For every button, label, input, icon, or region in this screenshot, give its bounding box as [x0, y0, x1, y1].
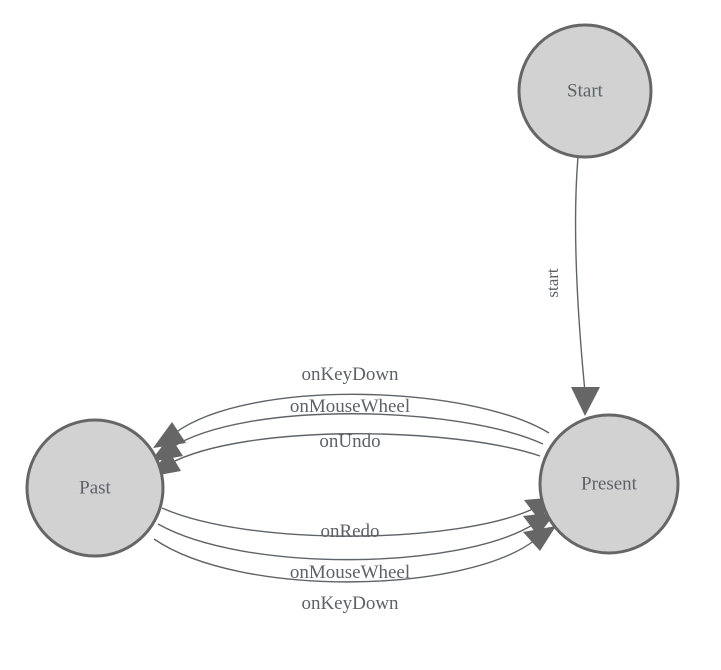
edge-present-to-past-keydown-arrowhead — [153, 422, 186, 448]
edge-start-to-present-label: start — [543, 268, 562, 298]
edge-present-to-past-keydown-path — [174, 393, 550, 434]
edge-past-to-present-mousewheel-label: onMouseWheel — [290, 562, 410, 583]
edge-start-to-present-path — [574, 156, 586, 393]
edge-present-to-past-mousewheel-arrowhead — [150, 436, 183, 462]
edge-present-to-past-keydown-label: onKeyDown — [301, 364, 399, 385]
node-start[interactable]: Start — [517, 23, 653, 159]
node-present-label: Present — [581, 473, 638, 494]
edge-present-to-past-mousewheel-label: onMouseWheel — [290, 396, 410, 417]
edge-present-to-past-mousewheel[interactable]: onMouseWheel — [150, 396, 544, 462]
edge-present-to-past-mousewheel-path — [170, 413, 544, 449]
edge-present-to-past-keydown[interactable]: onKeyDown — [153, 364, 550, 448]
edge-past-to-present-keydown-path — [153, 538, 536, 583]
node-past-label: Past — [79, 477, 111, 498]
edge-present-to-past-undo[interactable]: onUndo — [148, 431, 541, 477]
node-present[interactable]: Present — [538, 413, 680, 555]
edge-past-to-present-keydown-label: onKeyDown — [301, 593, 399, 614]
edge-past-to-present-redo-path — [161, 507, 536, 537]
edge-start-to-present-arrowhead — [571, 387, 600, 416]
edge-past-to-present-keydown[interactable]: onKeyDown — [153, 526, 556, 614]
node-present-circle — [538, 413, 680, 555]
node-past-circle — [25, 418, 165, 558]
edge-past-to-present-mousewheel-path — [157, 523, 535, 561]
node-past[interactable]: Past — [25, 418, 165, 558]
edge-present-to-past-undo-label: onUndo — [319, 431, 380, 452]
edge-past-to-present-redo[interactable]: onRedo — [161, 497, 557, 542]
edge-present-to-past-undo-path — [168, 433, 541, 465]
node-start-label: Start — [567, 80, 604, 101]
edge-past-to-present-keydown-arrowhead — [523, 526, 556, 551]
edge-past-to-present-redo-label: onRedo — [320, 521, 379, 542]
node-start-circle — [517, 23, 653, 159]
edge-start-to-present[interactable]: start — [543, 156, 600, 416]
